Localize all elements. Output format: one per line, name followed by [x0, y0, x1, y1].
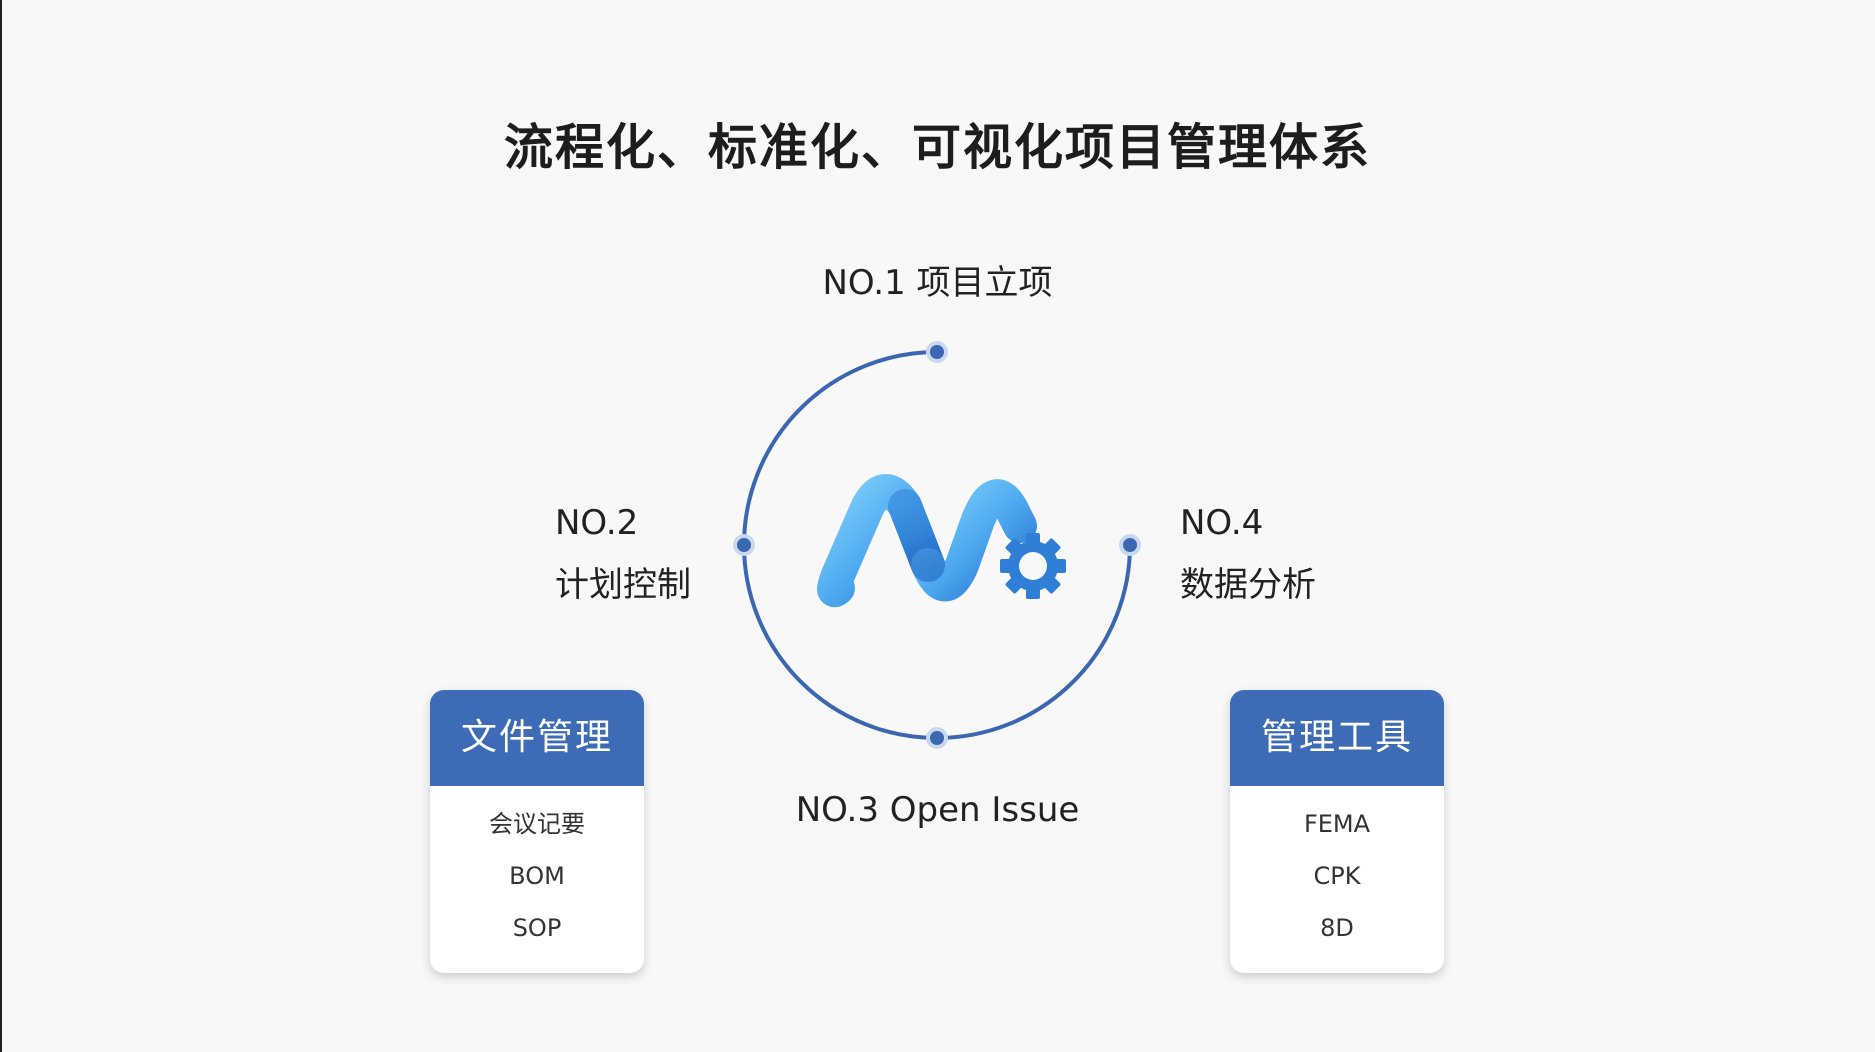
step-2-label: NO.2 计划控制: [555, 492, 691, 616]
card-title: 管理工具: [1230, 690, 1444, 786]
card-list: 会议记要 BOM SOP: [430, 786, 644, 954]
step-4-text: 数据分析: [1180, 565, 1316, 605]
node-dot-2: [733, 534, 755, 556]
management-tools-card: 管理工具 FEMA CPK 8D: [1230, 690, 1444, 973]
step-4-number: NO.4: [1180, 503, 1264, 543]
list-item: CPK: [1313, 862, 1361, 890]
page-title: 流程化、标准化、可视化项目管理体系: [503, 119, 1371, 176]
node-dot-1: [926, 341, 948, 363]
list-item: 8D: [1320, 914, 1354, 942]
step-3-label: NO.3 Open Issue: [795, 790, 1080, 830]
step-1-label: NO.1 项目立项: [822, 263, 1053, 303]
cycle-ring: [742, 350, 1132, 740]
list-item: FEMA: [1303, 810, 1371, 838]
card-list: FEMA CPK 8D: [1230, 786, 1444, 954]
list-item: BOM: [509, 862, 565, 890]
list-item: 会议记要: [489, 810, 585, 838]
m-gear-logo-icon: [817, 474, 1066, 608]
step-2-text: 计划控制: [555, 565, 691, 605]
card-title: 文件管理: [430, 690, 644, 786]
frame-edge: [0, 0, 2, 1052]
node-dot-4: [1119, 534, 1141, 556]
list-item: SOP: [512, 914, 562, 942]
step-4-label: NO.4 数据分析: [1180, 492, 1316, 616]
step-2-number: NO.2: [555, 503, 639, 543]
node-dot-3: [926, 727, 948, 749]
file-management-card: 文件管理 会议记要 BOM SOP: [430, 690, 644, 973]
